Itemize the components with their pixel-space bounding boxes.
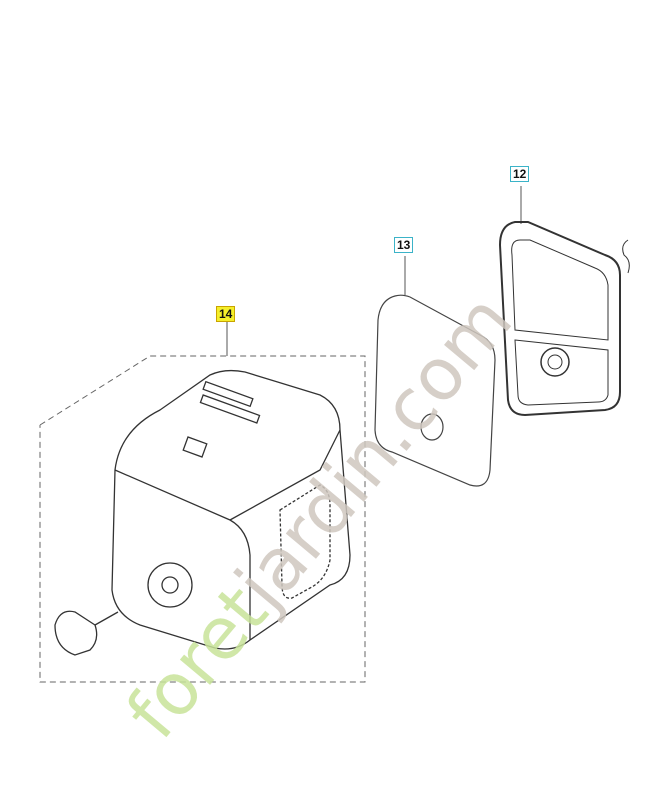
callout-12[interactable]: 12 (510, 166, 530, 182)
foam-filter-part-13 (374, 294, 496, 487)
callout-13[interactable]: 13 (394, 237, 414, 253)
air-filter-cover-part-14 (54, 369, 351, 656)
filter-holder-part-12 (498, 221, 630, 417)
callout-14[interactable]: 14 (216, 306, 236, 322)
